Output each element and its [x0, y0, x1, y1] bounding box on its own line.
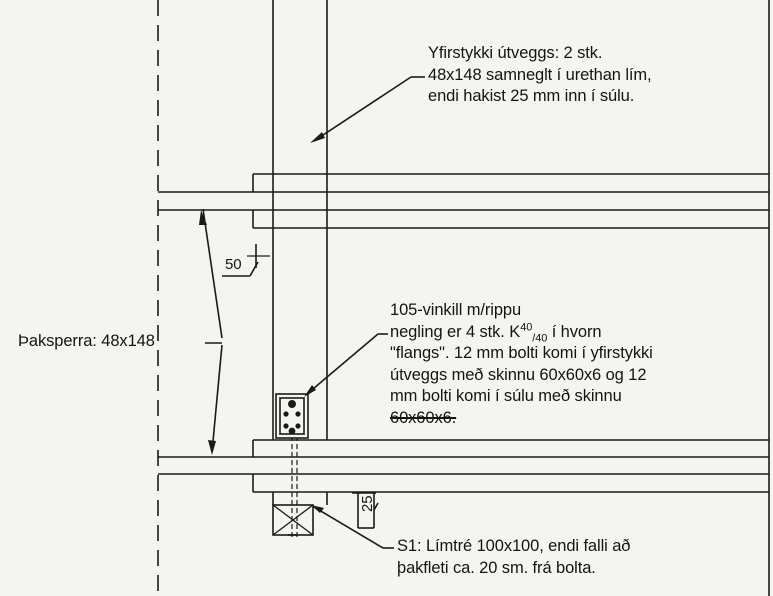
bracket-note-line-6: 60x60x6.	[390, 408, 457, 427]
bracket-note-line-2: negling er 4 stk. K40/40 í hvorn	[390, 322, 653, 344]
column-note: S1: Límtré 100x100, endi falli að þakfle…	[397, 536, 630, 579]
dim-50-marker	[222, 244, 270, 277]
dim-25-marker	[352, 492, 379, 529]
nailing-text: negling er 4 stk. K	[390, 322, 521, 341]
angle-bracket	[275, 393, 309, 439]
nail-sub: /40	[532, 331, 548, 344]
dimension-50: 50	[225, 256, 242, 273]
bracket-note-line-1: 105-vinkill m/rippu	[390, 301, 522, 319]
top-note-line-3: endi hakist 25 mm inn í súlu.	[428, 87, 635, 105]
top-note-line-2: 48x148 samneglt í urethan lím,	[428, 65, 652, 84]
rafter-dimension	[199, 208, 223, 455]
bracket-note-line-3: "flangs". 12 mm bolti komi í yfirstykki	[390, 344, 653, 362]
leader-top-note	[310, 76, 425, 143]
glulam-column-s1	[272, 492, 328, 536]
column-note-line-2: þakfleti ca. 20 sm. frá bolta.	[397, 558, 596, 577]
leader-column-note	[311, 505, 394, 549]
rafter-label: Þaksperra: 48x148	[18, 332, 155, 350]
bracket-note: 105-vinkill m/rippu negling er 4 stk. K4…	[390, 300, 653, 429]
lower-beam	[158, 439, 769, 493]
column-note-line-1: S1: Límtré 100x100, endi falli að	[397, 537, 631, 555]
top-note-line-1: Yfirstykki útveggs: 2 stk.	[428, 44, 603, 62]
top-beam	[158, 173, 769, 229]
top-beam-note: Yfirstykki útveggs: 2 stk. 48x148 samneg…	[428, 43, 652, 108]
nail-sup: 40	[520, 321, 533, 333]
bracket-note-line-5: mm bolti komi í súlu með skinnu	[390, 387, 622, 405]
dimension-25: 25	[359, 495, 376, 513]
leader-bracket-note	[304, 333, 388, 397]
nailing-text-end: í hvorn	[547, 322, 602, 341]
bracket-note-line-4: útveggs með skinnu 60x60x6 og 12	[390, 365, 647, 384]
